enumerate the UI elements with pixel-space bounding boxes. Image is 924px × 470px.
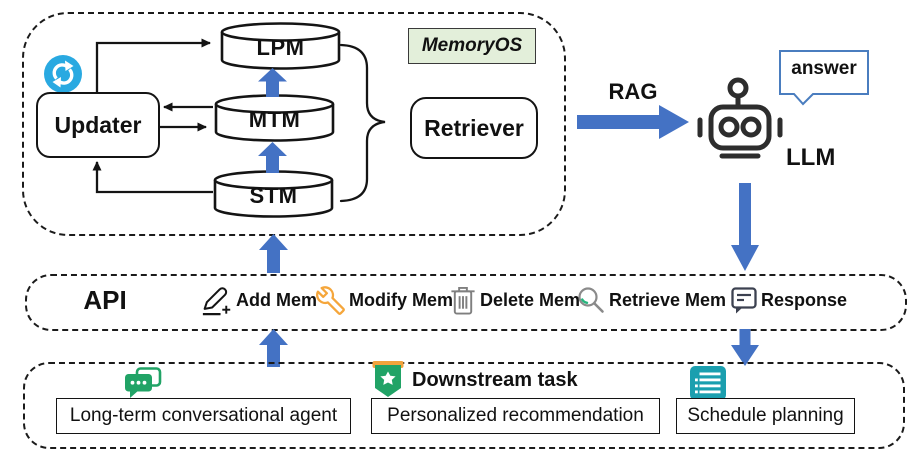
downstream-to-api-arrow [259, 329, 288, 367]
api-item-label: Response [761, 289, 848, 310]
api-item-response: Response [731, 283, 847, 317]
api-item-label: Modify Mem [349, 289, 454, 310]
downstream-container [23, 362, 905, 449]
task-schedule-planning: Schedule planning [676, 398, 855, 434]
mtm-label: MTM [248, 107, 301, 132]
api-item-retrieve-mem: Retrieve Mem [577, 283, 726, 317]
stm-to-mtm-arrow [258, 142, 287, 173]
lpm-cylinder: LPM [220, 22, 341, 71]
response-bubble-icon [731, 286, 757, 313]
magnifier-icon [578, 287, 604, 313]
updater-label: Updater [54, 111, 142, 138]
trash-icon [451, 286, 475, 315]
chat-bubbles-icon [124, 367, 162, 400]
rag-arrow [577, 105, 689, 139]
retriever-label: Retriever [424, 114, 524, 141]
api-item-add-mem: Add Mem [202, 283, 317, 317]
memory-flow-arrows [92, 38, 386, 203]
updater-box: Updater [36, 92, 160, 158]
task-personalized-recommendation: Personalized recommendation [371, 398, 660, 434]
api-to-memory-arrow [259, 234, 288, 273]
answer-label: answer [791, 58, 857, 79]
stm-label: STM [249, 183, 298, 208]
llm-to-api-arrow [731, 183, 759, 271]
answer-speech-bubble: answer [779, 50, 869, 107]
wrench-icon [316, 285, 345, 315]
memoryos-container [22, 12, 566, 236]
lpm-label: LPM [256, 35, 305, 60]
task-long-term-agent: Long-term conversational agent [56, 398, 351, 434]
downstream-title: Downstream task [412, 369, 578, 391]
task-label: Personalized recommendation [387, 405, 644, 426]
mtm-to-lpm-arrow [258, 68, 287, 97]
robot-icon [694, 73, 786, 163]
llm-label: LLM [786, 144, 836, 171]
rag-label: RAG [608, 79, 658, 104]
memoryos-label: MemoryOS [421, 35, 523, 56]
api-item-label: Add Mem [236, 289, 317, 310]
api-item-delete-mem: Delete Mem [450, 283, 580, 317]
api-title: API [83, 285, 127, 315]
api-item-label: Delete Mem [480, 289, 581, 310]
api-to-downstream-arrow [731, 329, 759, 366]
stm-cylinder: STM [213, 170, 334, 219]
pencil-add-icon [202, 287, 231, 316]
api-container [25, 274, 907, 331]
memoryos-badge: MemoryOS [408, 28, 536, 64]
task-label: Schedule planning [687, 405, 844, 426]
mtm-cylinder: MTM [214, 94, 335, 143]
api-item-label: Retrieve Mem [609, 289, 727, 310]
star-badge-icon [371, 361, 405, 399]
retriever-box: Retriever [410, 97, 538, 159]
refresh-icon [44, 55, 82, 93]
api-item-modify-mem: Modify Mem [316, 283, 453, 317]
brace [339, 43, 386, 203]
task-label: Long-term conversational agent [69, 405, 338, 426]
schedule-list-icon [690, 366, 726, 400]
